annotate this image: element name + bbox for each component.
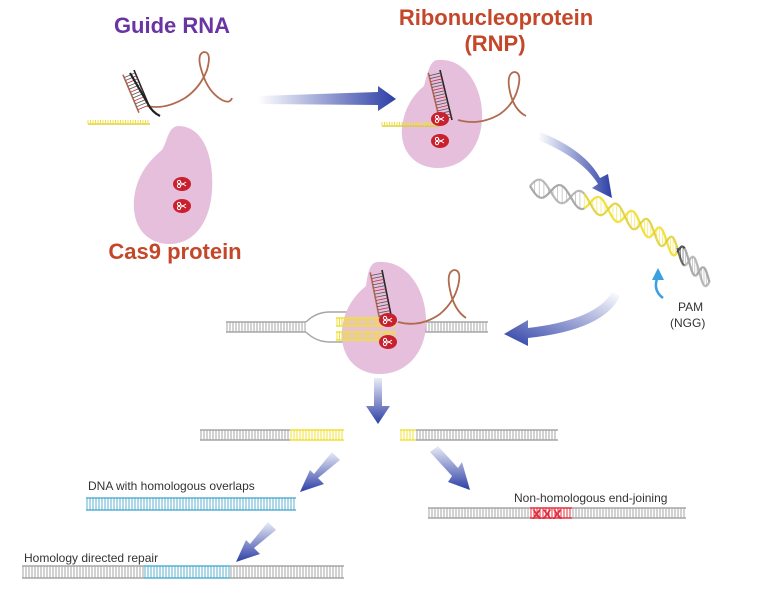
arrow-to-nhej: [430, 446, 470, 490]
guide-rna-title: Guide RNA: [108, 14, 236, 38]
rnp-scissor-icon: [431, 112, 449, 126]
cas9-scissor-icon: [173, 177, 191, 191]
arrow-to-cut-dna: [366, 378, 390, 424]
target-dna-helix: [530, 180, 709, 287]
homologous-overlaps-label: DNA with homologous overlaps: [88, 479, 255, 493]
hdr-label: Homology directed repair: [24, 551, 158, 565]
nhej-mutation-marks: XXX: [532, 506, 563, 522]
rnp-title-line2: (RNP): [440, 32, 550, 56]
hdr-dna: [22, 566, 344, 578]
cut-dna-left-fragment: [200, 430, 344, 440]
bound-scissor-icon: [379, 313, 397, 327]
pam-label-line1: PAM: [678, 300, 703, 314]
guide-rna-stem: [123, 70, 150, 113]
pam-label-line2: (NGG): [670, 316, 705, 330]
guide-rna-hairpin: [147, 52, 232, 107]
pam-pointer-arrowhead: [652, 268, 664, 280]
arrow-to-rnp: [258, 86, 396, 111]
cut-dna-right-fragment: [400, 430, 558, 440]
cas9-scissor-icon: [173, 199, 191, 213]
rnp-title-line1: Ribonucleoprotein: [384, 6, 608, 30]
homologous-template-dna: [86, 498, 296, 510]
bound-complex: [226, 262, 488, 374]
rnp-complex: [382, 60, 526, 168]
bound-scissor-icon: [379, 335, 397, 349]
arrow-to-hdr: [236, 522, 276, 562]
cas9-title: Cas9 protein: [90, 240, 260, 264]
rnp-scissor-icon: [431, 134, 449, 148]
guide-rna-spacer: [88, 120, 150, 124]
arrow-to-homologous-template: [300, 452, 340, 492]
cas9-protein-shape: [134, 126, 212, 244]
arrow-to-bound-complex: [504, 292, 620, 346]
guide-rna-molecule: [88, 52, 232, 124]
nhej-label: Non-homologous end-joining: [514, 491, 667, 505]
